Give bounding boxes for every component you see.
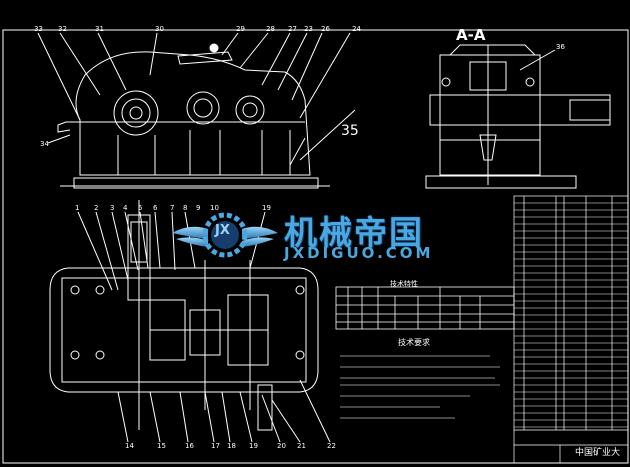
callout-7: 7 — [170, 204, 175, 212]
callout-32: 32 — [58, 25, 67, 33]
callout-5: 5 — [138, 204, 143, 212]
callout-36: 36 — [556, 43, 565, 51]
callout-26: 26 — [321, 25, 330, 33]
side-view-aa — [425, 44, 611, 189]
callout-2: 2 — [94, 204, 99, 212]
tech-requirements-lines — [340, 355, 500, 419]
callout-15: 15 — [157, 442, 166, 450]
tech-characteristics-title: 技术特性 — [390, 280, 418, 288]
callout-27: 27 — [288, 25, 297, 33]
callout-29: 29 — [236, 25, 245, 33]
tech-requirements-title: 技术要求 — [398, 338, 430, 347]
parts-list — [513, 195, 629, 464]
callout-17: 17 — [211, 442, 220, 450]
title-block-school: 中国矿业大 — [575, 448, 621, 458]
callout-23: 23 — [304, 25, 313, 33]
section-aa-label: A-A — [456, 26, 486, 44]
callout-28: 28 — [266, 25, 275, 33]
callout-19-top: 19 — [262, 204, 271, 212]
watermark-chinese: 机械帝国 — [284, 213, 424, 252]
callout-8: 8 — [183, 204, 188, 212]
watermark-logo-icon — [172, 212, 278, 258]
callout-30: 30 — [155, 25, 164, 33]
watermark-logo-text: JX — [215, 223, 230, 238]
callout-20: 20 — [277, 442, 286, 450]
callout-35: 35 — [341, 123, 359, 139]
watermark-english: JXDIGUO.COM — [284, 244, 434, 262]
callout-33: 33 — [34, 25, 43, 33]
tech-characteristics-table — [335, 286, 515, 330]
front-view — [37, 32, 356, 189]
callout-24: 24 — [352, 25, 361, 33]
callout-19: 19 — [249, 442, 258, 450]
callout-22: 22 — [327, 442, 336, 450]
callout-21: 21 — [297, 442, 306, 450]
parts-list-rows — [514, 202, 628, 428]
callout-3: 3 — [110, 204, 115, 212]
callout-9: 9 — [196, 204, 201, 212]
callout-4: 4 — [123, 204, 128, 212]
callout-6: 6 — [153, 204, 158, 212]
callout-16: 16 — [185, 442, 194, 450]
callout-10: 10 — [210, 204, 219, 212]
callout-18: 18 — [227, 442, 236, 450]
callout-31: 31 — [95, 25, 104, 33]
callout-34: 34 — [40, 140, 49, 148]
callout-1: 1 — [75, 204, 80, 212]
callout-14: 14 — [125, 442, 134, 450]
